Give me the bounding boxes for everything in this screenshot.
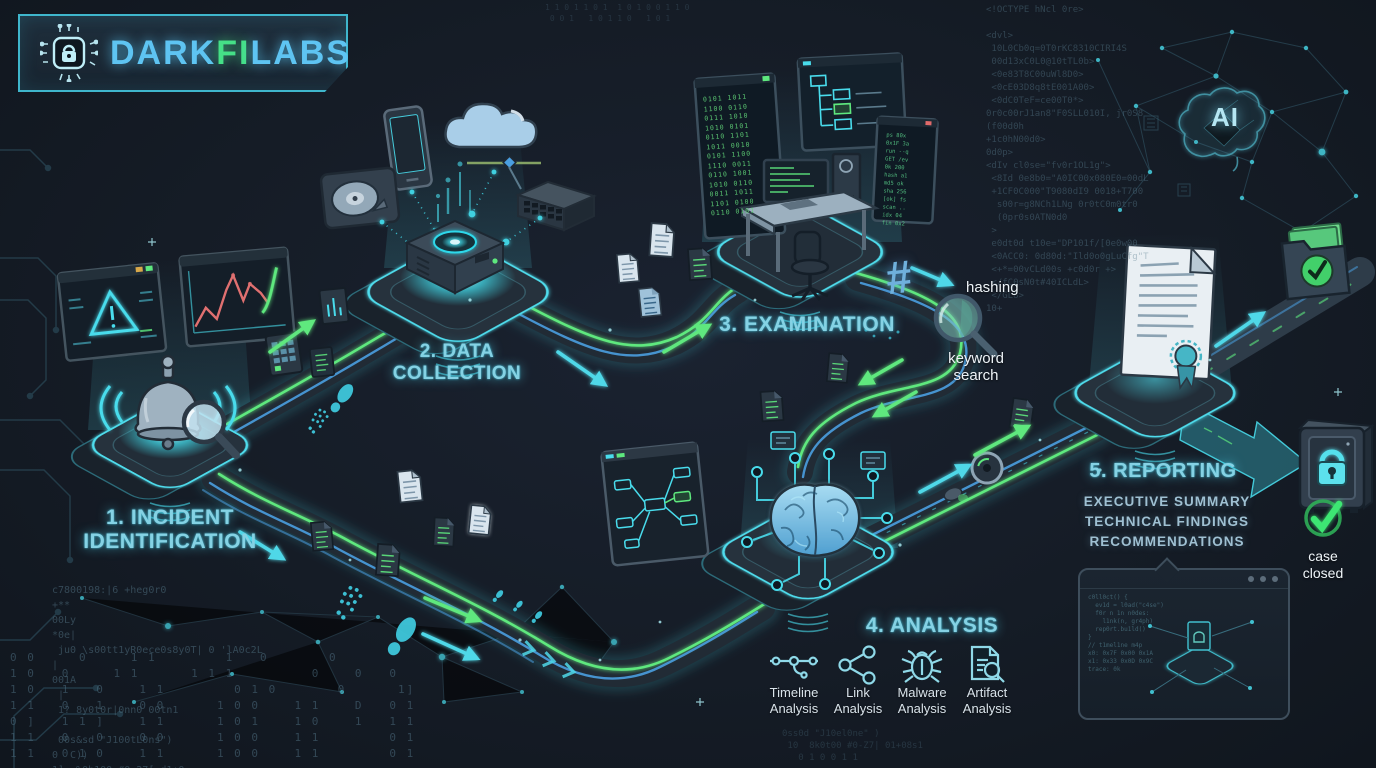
brand-logo: DARKFILABS — [18, 14, 348, 92]
deliverable-recommendations: RECOMMENDATIONS — [1089, 534, 1245, 549]
ai-badge: AI — [1211, 102, 1239, 132]
road-stage1-stage4 — [197, 460, 780, 692]
handoff-arrow — [1179, 400, 1309, 499]
case-closed-check-icon — [1304, 499, 1343, 537]
stage-label-examination: 3. EXAMINATION — [719, 313, 895, 336]
seal-ribbon-icon — [1169, 339, 1203, 391]
flow-arrows — [238, 266, 1267, 661]
road-stage2-stage3 — [503, 273, 755, 368]
cloud-icon — [444, 102, 541, 190]
workstation-desk — [738, 152, 880, 301]
chip-tag-icon — [770, 431, 886, 470]
brand-wordmark: DARKFILABS — [110, 34, 351, 72]
evidence-fragment-icon — [943, 486, 968, 502]
network-switch-icon — [515, 180, 597, 232]
vault-lock-icon — [1297, 418, 1375, 513]
binary-doc-icon — [308, 346, 336, 378]
optical-disc-icon — [970, 451, 1004, 485]
document-magnifier-icon — [954, 645, 1020, 685]
hex-dump-screen — [693, 72, 787, 240]
archive-folder-icon — [1280, 222, 1351, 301]
reporting-deliverables: EXECUTIVE SUMMARY TECHNICAL FINDINGS REC… — [1084, 492, 1251, 552]
alert-monitor — [56, 262, 168, 362]
report-preview-window: c0ll0ct() { ev1d = l0ad("c4se") f0r n 1n… — [1078, 568, 1290, 720]
office-chair-icon — [790, 230, 830, 301]
mini-platform-icon — [1148, 620, 1254, 694]
source-connectors — [381, 171, 541, 253]
chip-lock-icon — [40, 24, 98, 82]
anomaly-chart-monitor — [178, 246, 296, 348]
constellation-ai — [1096, 29, 1359, 235]
ai-brain-icon — [1178, 87, 1266, 172]
keyword-magnifier-icon — [933, 293, 998, 358]
window-dot — [1272, 576, 1278, 582]
harddrive-icon — [319, 166, 401, 230]
ai-analysis-brain — [741, 431, 893, 591]
bug-icon — [889, 645, 955, 685]
terminal-screen — [871, 115, 939, 225]
hashing-label: hashing — [966, 279, 1019, 296]
footprint-trail — [304, 328, 900, 659]
link-graph-icon — [825, 645, 891, 685]
chip-node-icon — [1143, 115, 1191, 197]
imaging-device-icon — [404, 219, 506, 295]
spreadsheet-doc-icon — [264, 331, 304, 377]
hash-symbol: # — [883, 249, 915, 305]
stage-label-analysis: 4. ANALYSIS — [865, 614, 999, 637]
road-stage1-stage2 — [213, 313, 417, 445]
alert-bell-icon — [99, 354, 240, 459]
mindmap-window — [600, 441, 710, 567]
magnifier-icon — [181, 399, 240, 459]
circuit-traces — [0, 149, 124, 768]
window-dot — [1248, 576, 1254, 582]
smartphone-icon — [383, 105, 433, 191]
stage-label-reporting: 5. REPORTING — [1089, 460, 1237, 482]
sparkles — [148, 238, 1342, 706]
deliverable-executive-summary: EXECUTIVE SUMMARY — [1083, 494, 1251, 509]
road-stage4-stage5 — [854, 410, 1114, 558]
chevron-trail — [522, 640, 577, 679]
data-streams — [435, 161, 471, 222]
timeline-icon — [761, 645, 827, 685]
deliverable-technical-findings: TECHNICAL FINDINGS — [1084, 514, 1250, 529]
chart-doc-icon — [318, 286, 350, 326]
report-certificate — [1119, 243, 1217, 391]
window-dot — [1260, 576, 1266, 582]
window-titlebar — [1080, 570, 1288, 589]
